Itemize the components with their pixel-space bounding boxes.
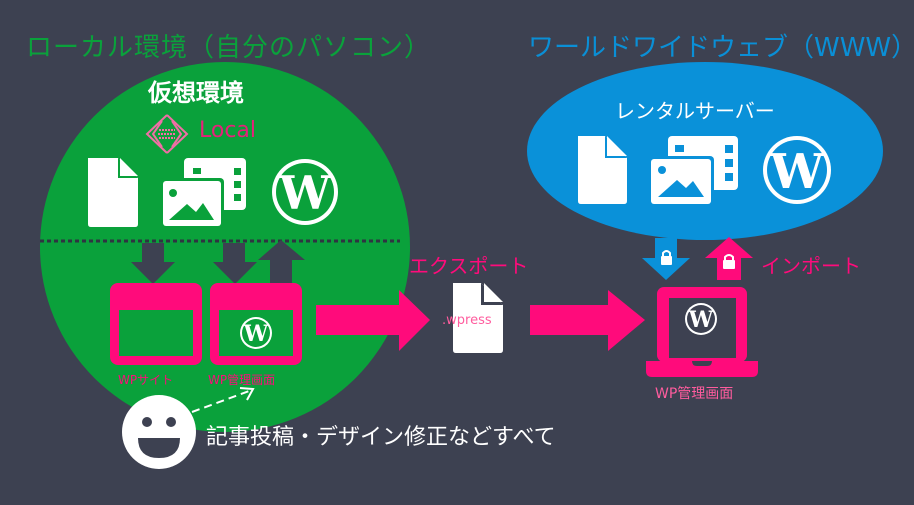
- svg-text:W: W: [688, 307, 714, 333]
- export-arrow-icon: [316, 290, 430, 351]
- export-label: エクスポート: [409, 254, 529, 278]
- local-wordpress-icon: W: [272, 159, 338, 225]
- svg-text:W: W: [769, 144, 825, 200]
- wp-site-window-icon: [110, 283, 202, 365]
- up-arrow-icon: [258, 240, 305, 286]
- remote-wp-admin-label: WP管理画面: [655, 386, 734, 402]
- download-lock-arrow-icon: [642, 238, 690, 280]
- server-file-icon: [578, 136, 627, 204]
- local-logo-icon: [145, 114, 189, 154]
- wpress-file-icon: [453, 283, 503, 353]
- upload-arrow-icon: [530, 290, 645, 351]
- wp-site-label: WPサイト: [118, 373, 174, 387]
- dashed-pointer-arrow-icon: [191, 387, 255, 413]
- rental-server-label: レンタルサーバー: [615, 99, 775, 123]
- wpress-extension-label: .wpress: [442, 313, 492, 328]
- wp-admin-label: WP管理画面: [208, 373, 276, 387]
- local-media-icon: [160, 158, 246, 228]
- import-label: インポート: [761, 254, 861, 278]
- virtual-environment-label: 仮想環境: [148, 79, 244, 107]
- user-caption: 記事投稿・デザイン修正などすべて: [206, 425, 556, 450]
- wp-admin-window-icon: W: [210, 283, 302, 365]
- local-environment-title: ローカル環境（自分のパソコン）: [26, 33, 432, 63]
- user-smiley-icon: [122, 395, 196, 469]
- laptop-wp-admin-icon: W: [646, 287, 758, 377]
- local-file-icon: [88, 158, 138, 227]
- import-lock-arrow-icon: [705, 237, 753, 280]
- server-wordpress-icon: W: [763, 136, 831, 204]
- svg-text:W: W: [243, 321, 269, 347]
- www-title: ワールドワイドウェブ（WWW）: [528, 33, 914, 63]
- svg-text:W: W: [278, 166, 332, 220]
- local-app-name: Local: [199, 118, 257, 143]
- server-media-icon: [648, 136, 738, 206]
- down-arrow-icon: [213, 243, 257, 284]
- down-arrow-icon: [131, 243, 175, 284]
